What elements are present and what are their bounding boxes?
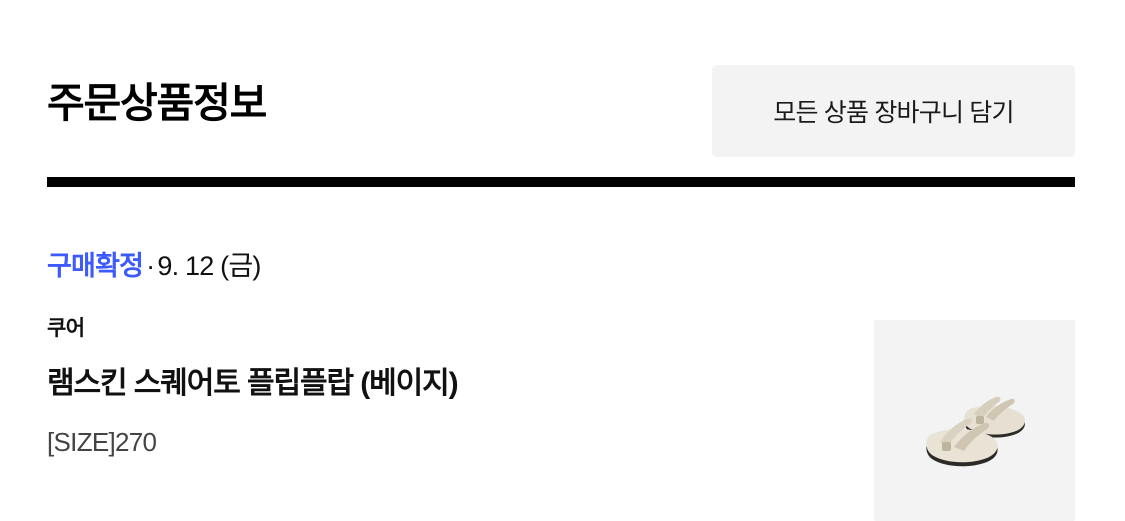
add-all-to-cart-button-label: 모든 상품 장바구니 담기 [773, 99, 1014, 127]
add-all-to-cart-button[interactable]: 모든 상품 장바구니 담기 [712, 65, 1075, 157]
product-option: [SIZE]270 [47, 427, 157, 458]
section-header: 주문상품정보 모든 상품 장바구니 담기 [0, 0, 1125, 187]
flip-flop-product-image [874, 320, 1075, 521]
order-date: 9. 12 (금) [157, 251, 261, 281]
product-info[interactable]: 쿠어 램스킨 스퀘어토 플립플랍 (베이지) [SIZE]270 [47, 315, 847, 460]
order-item: 구매확정·9. 12 (금) 쿠어 램스킨 스퀘어토 플립플랍 (베이지) [S… [0, 187, 1125, 521]
order-status-line: 구매확정·9. 12 (금) [47, 250, 261, 284]
product-thumbnail[interactable] [874, 320, 1075, 521]
status-date-separator: · [146, 251, 155, 281]
header-divider [47, 177, 1075, 187]
product-brand[interactable]: 쿠어 [47, 317, 85, 340]
status-badge[interactable]: 구매확정 [47, 251, 144, 281]
product-name[interactable]: 램스킨 스퀘어토 플립플랍 (베이지) [47, 367, 459, 401]
page-title: 주문상품정보 [47, 80, 267, 126]
